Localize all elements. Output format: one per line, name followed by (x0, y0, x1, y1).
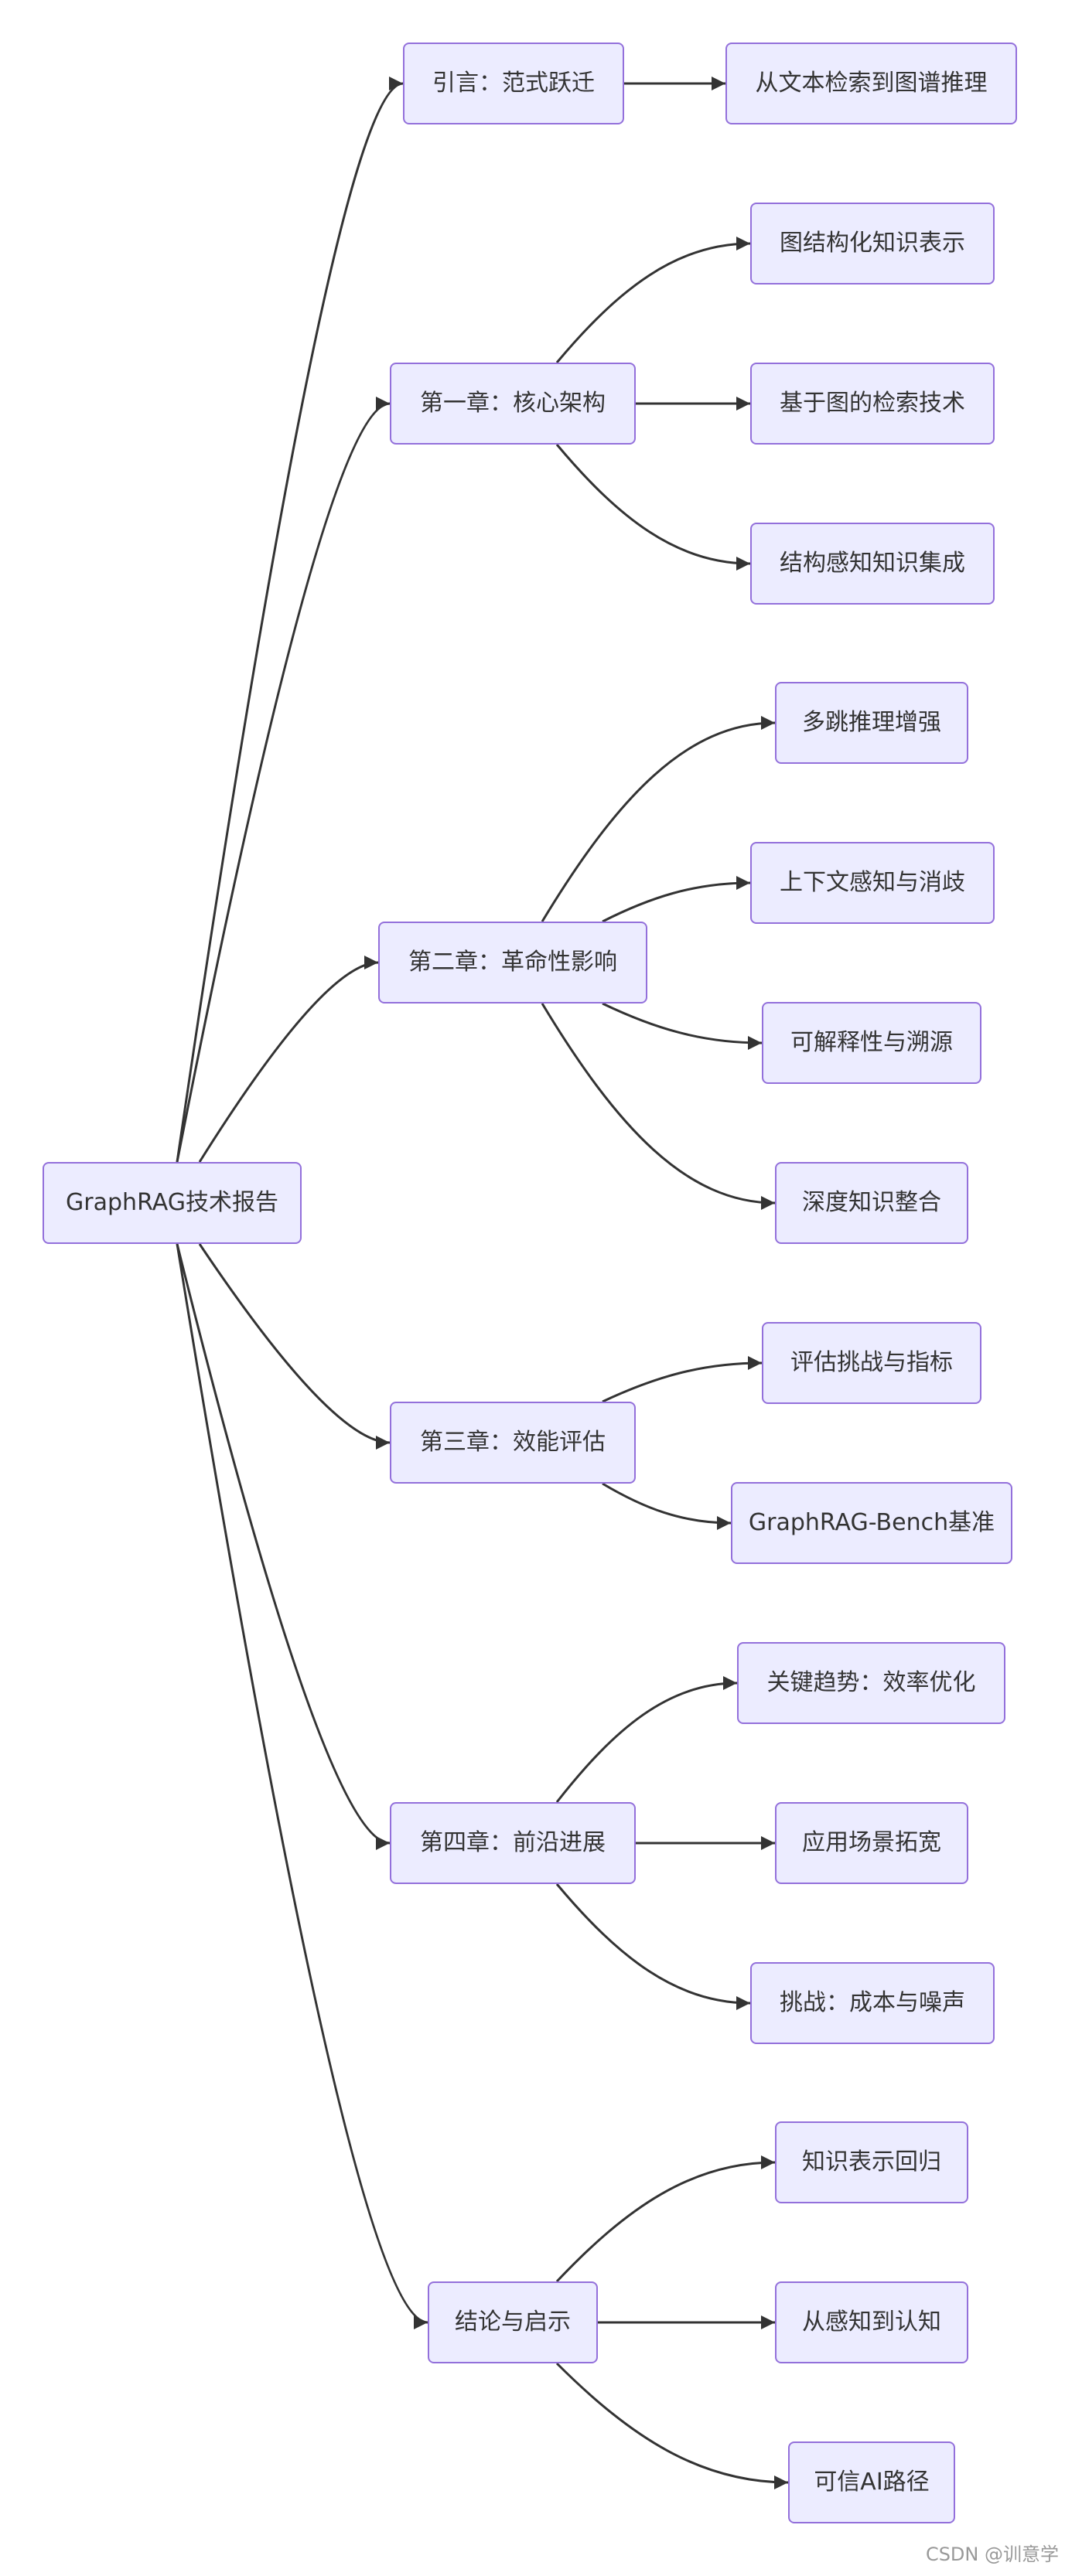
branch-node-chapter-1: 第一章：核心架构 (390, 363, 636, 445)
node-label: 可信AI路径 (814, 2469, 930, 2496)
node-label: 引言：范式跃迁 (432, 70, 595, 97)
node-label: 图结构化知识表示 (780, 230, 965, 257)
edge-chapter-4-to-leaf-3 (555, 1883, 751, 2010)
leaf-node-explainability-provenance: 可解释性与溯源 (762, 1002, 981, 1084)
node-label: 可解释性与溯源 (790, 1029, 953, 1056)
edge-chapter-4-to-leaf-1 (555, 1676, 738, 1803)
leaf-node-evaluation-challenges-metrics: 评估挑战与指标 (762, 1322, 981, 1404)
node-label: 第二章：革命性影响 (408, 949, 617, 976)
node-label: 应用场景拓宽 (802, 1829, 941, 1856)
edge-chapter-2-to-leaf-2 (602, 876, 751, 923)
edge-root-to-chapter-4 (176, 1243, 391, 1850)
node-label: 第一章：核心架构 (420, 390, 606, 417)
node-label: GraphRAG技术报告 (66, 1189, 278, 1216)
node-label: GraphRAG-Bench基准 (748, 1509, 995, 1536)
node-label: 结构感知知识集成 (780, 550, 965, 577)
branch-node-chapter-2: 第二章：革命性影响 (378, 922, 647, 1003)
leaf-node-trustworthy-ai-path: 可信AI路径 (788, 2441, 955, 2523)
branch-node-chapter-4: 第四章：前沿进展 (390, 1802, 636, 1884)
edge-chapter-1-to-leaf-1 (555, 237, 751, 363)
leaf-node-structure-aware-integration: 结构感知知识集成 (750, 523, 995, 605)
node-label: 关键趋势：效率优化 (766, 1669, 976, 1696)
leaf-node-deep-knowledge-integration: 深度知识整合 (775, 1162, 968, 1244)
node-label: 从文本检索到图谱推理 (755, 70, 988, 97)
node-label: 结论与启示 (455, 2309, 571, 2336)
edge-conclusion-to-leaf-1 (555, 2155, 776, 2283)
branch-node-conclusion: 结论与启示 (428, 2281, 598, 2363)
leaf-node-perception-to-cognition: 从感知到认知 (775, 2281, 968, 2363)
leaf-node-knowledge-representation-return: 知识表示回归 (775, 2121, 968, 2203)
node-label: 第四章：前沿进展 (420, 1829, 606, 1856)
node-label: 第三章：效能评估 (420, 1429, 606, 1456)
node-label: 从感知到认知 (802, 2309, 941, 2336)
edge-chapter-2-to-leaf-4 (541, 1003, 776, 1210)
branch-node-introduction: 引言：范式跃迁 (403, 43, 624, 124)
edge-chapter-1-to-leaf-3 (555, 444, 751, 571)
leaf-node-multi-hop-reasoning: 多跳推理增强 (775, 682, 968, 764)
leaf-node-cost-noise-challenge: 挑战：成本与噪声 (750, 1962, 995, 2044)
leaf-node-graph-structured-knowledge: 图结构化知识表示 (750, 203, 995, 285)
edge-chapter-3-to-leaf-2 (602, 1482, 732, 1530)
leaf-node-text-retrieval-to-graph-reasoning: 从文本检索到图谱推理 (725, 43, 1017, 124)
edge-conclusion-to-leaf-3 (555, 2362, 789, 2489)
watermark: CSDN @训意学 (925, 2544, 1059, 2565)
edge-root-to-chapter-2 (198, 956, 379, 1163)
edge-root-to-introduction (176, 77, 404, 1163)
leaf-node-graph-based-retrieval: 基于图的检索技术 (750, 363, 995, 445)
node-label: 知识表示回归 (802, 2148, 941, 2176)
edge-chapter-3-to-leaf-1 (602, 1356, 763, 1403)
node-label: 挑战：成本与噪声 (780, 1989, 965, 2016)
edge-root-to-conclusion (176, 1243, 428, 2329)
edge-root-to-chapter-3 (198, 1243, 391, 1450)
node-label: 基于图的检索技术 (780, 390, 965, 417)
leaf-node-application-expansion: 应用场景拓宽 (775, 1802, 968, 1884)
edge-root-to-chapter-1 (176, 397, 391, 1163)
node-label: 深度知识整合 (802, 1189, 941, 1216)
edge-chapter-2-to-leaf-3 (602, 1002, 763, 1050)
branch-node-chapter-3: 第三章：效能评估 (390, 1402, 636, 1484)
node-label: 多跳推理增强 (802, 709, 941, 736)
root-node-graphrag-report: GraphRAG技术报告 (43, 1162, 302, 1244)
leaf-node-context-awareness-disambiguation: 上下文感知与消歧 (750, 842, 995, 924)
edge-chapter-2-to-leaf-1 (541, 716, 776, 922)
node-label: 上下文感知与消歧 (780, 869, 965, 896)
leaf-node-graphrag-bench: GraphRAG-Bench基准 (731, 1482, 1012, 1564)
leaf-node-efficiency-trend: 关键趋势：效率优化 (737, 1642, 1005, 1724)
node-label: 评估挑战与指标 (790, 1349, 953, 1376)
